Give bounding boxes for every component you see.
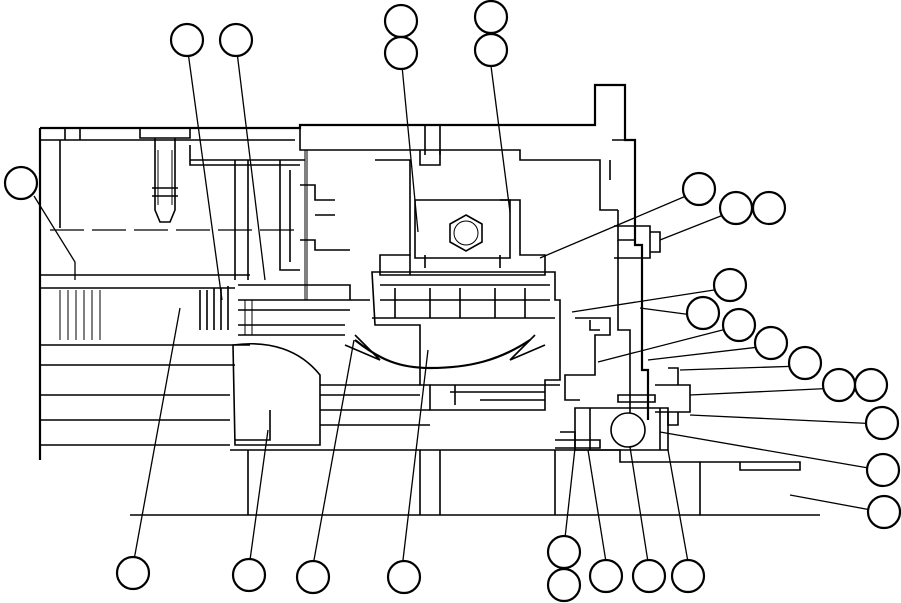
- right-bolt: [614, 225, 691, 426]
- callout-balloon: [864, 405, 900, 441]
- shaft-lines: [40, 140, 350, 446]
- callout-balloon: [670, 558, 706, 594]
- leader-lines: [33, 51, 883, 563]
- right-bracket: [564, 317, 611, 401]
- upper-left-pin: [64, 128, 191, 223]
- callout-balloon: [712, 267, 748, 303]
- callout-balloon: [473, 32, 509, 68]
- callout-balloons: [3, 0, 901, 603]
- callout-balloon: [865, 452, 901, 488]
- callout-balloon: [853, 367, 889, 403]
- callout-balloon: [787, 345, 823, 381]
- callout-balloon: [473, 0, 509, 35]
- callout-balloon: [685, 295, 721, 331]
- ring-stack: [199, 284, 370, 336]
- callout-balloon: [383, 3, 419, 39]
- callout-balloon: [546, 567, 582, 603]
- callout-balloon: [866, 494, 901, 530]
- housing-outline: [38, 83, 650, 460]
- callout-balloon: [681, 171, 717, 207]
- base-lines: [130, 449, 820, 516]
- callout-balloon: [721, 307, 757, 343]
- callout-balloon: [169, 22, 205, 58]
- callout-balloon: [751, 190, 787, 226]
- bearing: [555, 407, 669, 451]
- callout-balloon: [588, 558, 624, 594]
- callout-balloon: [546, 534, 582, 570]
- callout-balloon: [383, 35, 419, 71]
- callout-balloon: [386, 559, 422, 595]
- central-hub: [344, 271, 561, 411]
- upper-hex-bolt: [375, 150, 546, 276]
- callout-balloon: [753, 325, 789, 361]
- callout-balloon: [231, 557, 267, 593]
- callout-balloon: [218, 22, 254, 58]
- callout-balloon: [821, 367, 857, 403]
- callout-balloon: [3, 165, 39, 201]
- callout-balloon: [718, 190, 754, 226]
- callout-balloon: [631, 558, 667, 594]
- callout-balloon: [295, 559, 331, 595]
- callout-balloon: [115, 555, 151, 591]
- seal-area: [232, 342, 430, 446]
